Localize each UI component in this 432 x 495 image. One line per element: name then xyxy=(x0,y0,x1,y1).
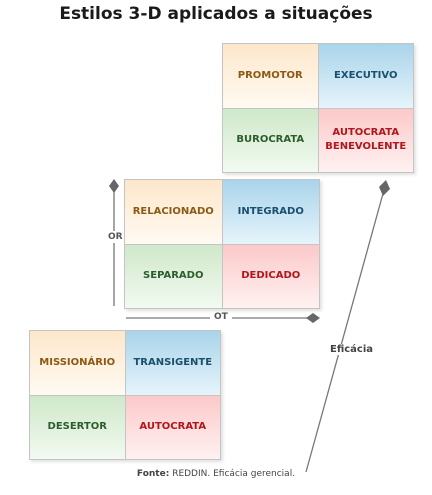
cell-executivo: EXECUTIVO xyxy=(318,44,413,108)
ot-axis-label: OT xyxy=(210,312,232,322)
efficacy-axis-line xyxy=(305,189,385,473)
cell-separado: SEPARADO xyxy=(125,244,222,308)
cell-autocrata-benevolente: AUTOCRATA BENEVOLENTE xyxy=(318,108,413,172)
cell-autocrata-benevolente-line1: AUTOCRATA xyxy=(332,126,400,138)
cell-integrado: INTEGRADO xyxy=(222,180,319,244)
source-caption: Fonte: REDDIN. Eficácia gerencial. xyxy=(0,469,432,479)
cell-autocrata: AUTOCRATA xyxy=(125,395,220,459)
cell-burocrata: BUROCRATA xyxy=(223,108,318,172)
ot-axis-arrowhead xyxy=(306,313,320,323)
or-axis-arrowhead xyxy=(109,179,119,193)
cell-autocrata-benevolente-line2: BENEVOLENTE xyxy=(325,141,407,153)
or-axis-label: OR xyxy=(106,231,125,243)
cell-relacionado: RELACIONADO xyxy=(125,180,222,244)
source-text: REDDIN. Eficácia gerencial. xyxy=(172,469,296,479)
cell-desertor: DESERTOR xyxy=(30,395,125,459)
efficacy-axis-arrowhead xyxy=(379,180,390,196)
grid-bottom: MISSIONÁRIO TRANSIGENTE DESERTOR AUTOCRA… xyxy=(29,330,221,460)
source-prefix: Fonte: xyxy=(136,469,170,479)
diagram-title: Estilos 3-D aplicados a situações xyxy=(59,4,373,24)
efficacy-axis-label: Eficácia xyxy=(330,344,374,355)
grid-top: PROMOTOR EXECUTIVO BUROCRATA AUTOCRATA B… xyxy=(222,43,414,173)
cell-dedicado: DEDICADO xyxy=(222,244,319,308)
cell-promotor: PROMOTOR xyxy=(223,44,318,108)
cell-transigente: TRANSIGENTE xyxy=(125,331,220,395)
cell-missionario: MISSIONÁRIO xyxy=(30,331,125,395)
grid-middle: RELACIONADO INTEGRADO SEPARADO DEDICADO xyxy=(124,179,320,309)
